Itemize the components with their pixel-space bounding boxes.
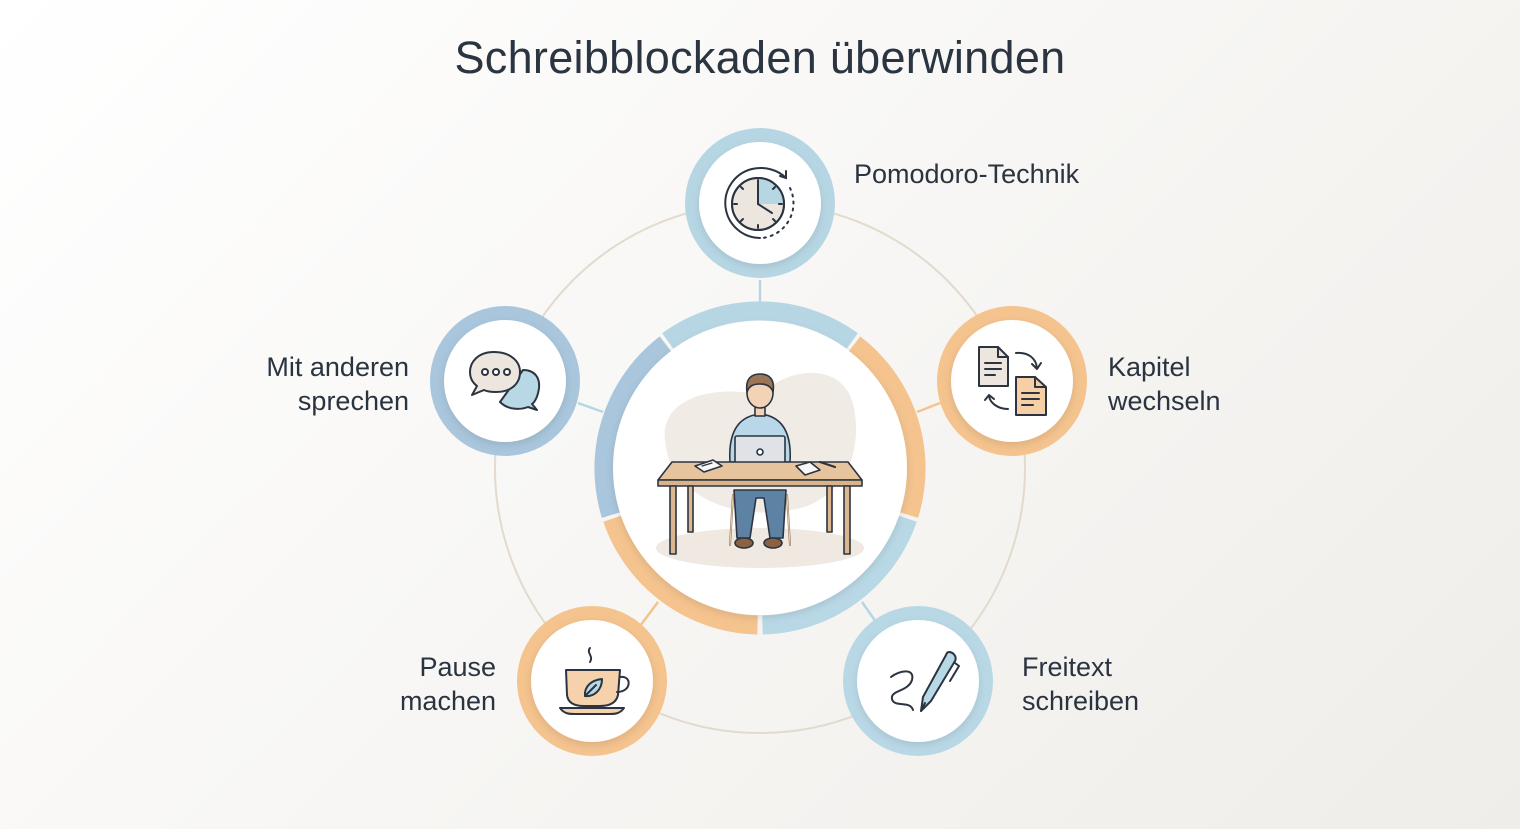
node-freitext[interactable] bbox=[843, 606, 993, 756]
node-pomodoro[interactable] bbox=[685, 128, 835, 278]
clock-cycle-icon bbox=[724, 167, 795, 239]
chat-bubbles-icon bbox=[469, 351, 541, 411]
center-ring bbox=[594, 301, 926, 635]
label-pomodoro: Pomodoro-Technik bbox=[854, 159, 1080, 189]
node-sprechen[interactable] bbox=[430, 306, 580, 456]
node-kapitel[interactable] bbox=[937, 306, 1087, 456]
label-pause: Pause machen bbox=[399, 652, 496, 716]
node-pause[interactable] bbox=[517, 606, 667, 756]
tea-cup-icon bbox=[559, 647, 630, 715]
documents-swap-icon bbox=[978, 346, 1047, 416]
spokes bbox=[577, 280, 941, 627]
pen-scribble-icon bbox=[890, 651, 960, 712]
person-at-desk-icon bbox=[656, 372, 864, 568]
label-kapitel: Kapitel wechseln bbox=[1108, 352, 1221, 416]
label-sprechen: Mit anderen sprechen bbox=[266, 352, 409, 416]
label-freitext: Freitext schreiben bbox=[1022, 652, 1140, 716]
page-title: Schreibblockaden überwinden bbox=[454, 32, 1066, 83]
